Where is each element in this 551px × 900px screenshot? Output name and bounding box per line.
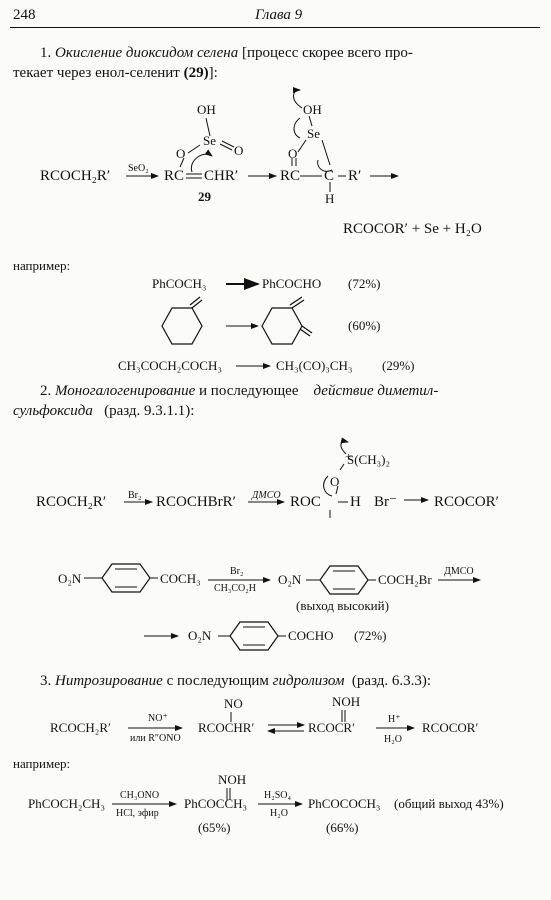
- s1-ex2-yield: (60%): [348, 318, 381, 333]
- s2-ex-sub3: COCHO: [288, 628, 334, 643]
- s1-ester-right: CHR′: [204, 168, 239, 184]
- s1-int-h: H: [325, 191, 335, 206]
- s3-example-label: например:: [13, 756, 71, 771]
- s2-ex-yield: (72%): [354, 628, 387, 643]
- benzene-ring-2: [319, 565, 369, 595]
- s1-ex1-product: PhCOCHO: [262, 276, 322, 291]
- s2-ex-reagent-dmso: ДМСО: [444, 566, 474, 577]
- s3-ex-int-yield: (65%): [198, 820, 231, 835]
- s1-reactant: RCOCH₂R′: [40, 168, 111, 184]
- s3-oxime: NOH: [332, 694, 361, 709]
- s3-ex-product-note: (общий выход 43%): [394, 796, 504, 811]
- s1-ester-left: RC: [164, 168, 185, 184]
- s1-oh-1: OH: [197, 102, 216, 117]
- s2-int1: RCOCHBrR′: [156, 494, 236, 510]
- s3-reagent-h2o: H₂O: [384, 734, 402, 745]
- s3-int1: RCOCHR′: [198, 720, 255, 735]
- s1-compound-label: 29: [198, 189, 211, 204]
- benzene-ring-3: [229, 621, 279, 651]
- s1-se-1: Se: [203, 133, 216, 148]
- s1-example-label: например:: [13, 258, 71, 273]
- s3-reagent-h: H⁺: [388, 714, 401, 725]
- s2-reactant: RCOCH₂R′: [36, 494, 107, 510]
- s3-ex-reagent-ch3ono: CH₃ONO: [120, 790, 160, 801]
- section-2-intro-cont: сульфоксида (разд. 9.3.1.1):: [13, 403, 195, 419]
- cyclohexanone-ring: [161, 307, 203, 345]
- s1-ex3-product: CH₃(CO)₃CH₃: [276, 358, 353, 373]
- s2-int2-h: H: [350, 494, 361, 510]
- s3-reactant: RCOCH₂R′: [50, 720, 111, 735]
- cyclohexanedione-ring: [261, 307, 303, 345]
- s1-int-right: R′: [348, 168, 362, 184]
- s3-reagent-no: NO⁺: [148, 713, 168, 724]
- s2-ex-sub2: COCH₂Br: [378, 572, 432, 587]
- header-rule: [10, 27, 540, 28]
- s3-reagent-rono: или R″ONO: [130, 733, 181, 744]
- s2-ex-sub1: COCH₃: [160, 571, 201, 586]
- s1-int-c: C: [324, 168, 335, 184]
- chapter-title: Глава 9: [255, 7, 303, 23]
- section-3-intro: 3. Нитрозирование с последующим гидролиз…: [40, 673, 432, 689]
- s2-reagent-br2: Br₂: [128, 490, 142, 501]
- s3-ex-product-yield: (66%): [326, 820, 359, 835]
- s2-ex-o2n-1: O₂N: [58, 571, 82, 586]
- s3-ex-reagent-hcl: HCl, эфир: [116, 808, 159, 819]
- s1-ex1-reactant: PhCOCH₃: [152, 276, 207, 291]
- benzene-ring-1: [101, 563, 151, 593]
- s3-ex-reactant: PhCOCH₂CH₃: [28, 796, 105, 811]
- s2-ex-reagent-acoh: CH₃CO₂H: [214, 583, 256, 594]
- s2-product: RCOCOR′: [434, 494, 499, 510]
- s1-reagent-seo2: SeO₂: [128, 163, 149, 174]
- s3-ex-reagent-h2o: H₂O: [270, 808, 288, 819]
- s1-ex3-yield: (29%): [382, 358, 415, 373]
- section-1-intro: 1. Окисление диоксидом селена [процесс с…: [40, 45, 413, 61]
- s3-ex-int: PhCOCCH₃: [184, 796, 248, 811]
- section-2-intro: 2. Моногалогенирование и последующее дей…: [40, 383, 439, 399]
- s2-ex-o2n-2: O₂N: [278, 572, 302, 587]
- s3-nitroso: NO: [224, 696, 243, 711]
- s1-o-double: O: [234, 143, 244, 158]
- s1-o-int: O: [288, 146, 298, 161]
- s2-br-ion: Br⁻: [374, 494, 397, 510]
- s3-int2: RCOCR′: [308, 720, 355, 735]
- s2-sulfonium: S(CH₃)₂: [347, 452, 391, 467]
- section-1-intro-cont: текает через енол-селенит (29)]:: [13, 65, 218, 81]
- s1-int-left: RC: [280, 168, 301, 184]
- s2-ex-yield-note: (выход высокий): [296, 598, 389, 613]
- s2-plus: +: [345, 449, 353, 464]
- s1-product: RCOCOR′ + Se + H₂O: [343, 221, 482, 237]
- s3-ex-product: PhCOCOCH₃: [308, 796, 381, 811]
- s2-int2: ROC: [290, 494, 321, 510]
- s1-oh-2: OH: [303, 102, 322, 117]
- s1-ex3-reactant: CH₃COCH₂COCH₃: [118, 358, 222, 373]
- page-number: 248: [13, 7, 36, 23]
- s2-ex-o2n-3: O₂N: [188, 628, 212, 643]
- s1-ex1-yield: (72%): [348, 276, 381, 291]
- s3-ex-reagent-h2so4: H₂SO₄: [264, 790, 291, 801]
- s1-se-2: Se: [307, 126, 320, 141]
- s2-reagent-dmso: ДМСО: [252, 490, 281, 501]
- s2-o: O: [330, 474, 340, 489]
- s3-ex-oxime: NOH: [218, 772, 247, 787]
- s3-product: RCOCOR′: [422, 720, 479, 735]
- s1-o-ester: O: [176, 146, 186, 161]
- s2-ex-reagent-br2: Br₂: [230, 566, 244, 577]
